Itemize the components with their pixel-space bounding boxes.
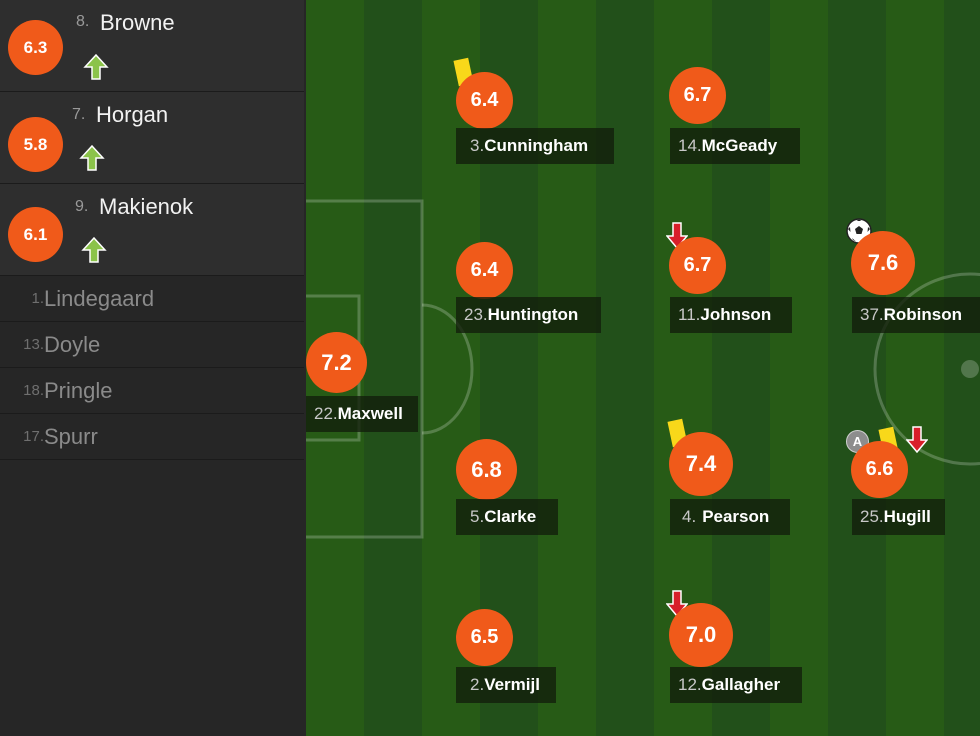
- player-label[interactable]: 4. Pearson: [670, 499, 790, 535]
- rating-badge: 7.4: [669, 432, 733, 496]
- player-label[interactable]: 5.Clarke: [456, 499, 558, 535]
- shirt-number: 22.: [314, 404, 338, 423]
- shirt-number: 25.: [860, 507, 884, 526]
- rating-badge: 5.8: [8, 117, 63, 172]
- substitutes-panel: 6.3 8. Browne 5.8 7. Horgan 6.1 9. Makie…: [0, 0, 306, 736]
- player-label[interactable]: 37.Robinson: [852, 297, 980, 333]
- player-name: Lindegaard: [44, 285, 155, 311]
- sub-out-arrow-icon: [906, 426, 928, 453]
- player-label[interactable]: 22.Maxwell: [306, 396, 418, 432]
- player-name: Cunningham: [484, 136, 589, 155]
- rating-badge: 6.4: [456, 242, 513, 299]
- substitute-row[interactable]: 6.3 8. Browne: [0, 0, 304, 92]
- player-name: Pearson: [702, 507, 770, 526]
- shirt-number: 37.: [860, 305, 884, 324]
- shirt-number: 2.: [470, 675, 485, 694]
- player-name: Browne: [100, 10, 175, 35]
- player-name: Pringle: [44, 377, 113, 403]
- player-name: Clarke: [484, 507, 537, 526]
- sub-in-arrow-icon: [83, 54, 109, 80]
- player-label[interactable]: 3.Cunningham: [456, 128, 614, 164]
- player-label[interactable]: 25.Hugill: [852, 499, 945, 535]
- sub-in-arrow-icon: [79, 145, 105, 171]
- player-name: Spurr: [44, 423, 98, 449]
- shirt-number: 4.: [682, 507, 697, 526]
- rating-badge: 7.2: [306, 332, 367, 393]
- bench-row[interactable]: 17. Spurr: [0, 414, 304, 460]
- bench-row[interactable]: 13. Doyle: [0, 322, 304, 368]
- shirt-number: 7.: [72, 106, 86, 123]
- player-name: Doyle: [44, 331, 101, 357]
- pitch-markings: [306, 199, 980, 539]
- player-label[interactable]: 2.Vermijl: [456, 667, 556, 703]
- rating-badge: 6.3: [8, 20, 63, 75]
- player-label[interactable]: 23.Huntington: [456, 297, 601, 333]
- bench-row[interactable]: 18. Pringle: [0, 368, 304, 414]
- rating-badge: 6.6: [851, 441, 908, 498]
- rating-badge: 6.8: [456, 439, 517, 500]
- shirt-number: 5.: [470, 507, 485, 526]
- player-name: Johnson: [700, 305, 772, 324]
- shirt-number: 13.: [23, 336, 44, 353]
- shirt-number: 9.: [75, 198, 89, 215]
- shirt-number: 17.: [23, 428, 44, 445]
- player-name: Maxwell: [337, 404, 403, 423]
- shirt-number: 8.: [76, 13, 90, 30]
- player-name: Huntington: [487, 305, 579, 324]
- player-name: Hugill: [883, 507, 931, 526]
- rating-badge: 6.7: [669, 67, 726, 124]
- rating-badge: 6.1: [8, 207, 63, 262]
- shirt-number: 18.: [23, 382, 44, 399]
- shirt-number: 14.: [678, 136, 702, 155]
- player-label[interactable]: 14.McGeady: [670, 128, 800, 164]
- rating-badge: 7.0: [669, 603, 733, 667]
- rating-badge: 6.5: [456, 609, 513, 666]
- player-name: Makienok: [99, 194, 194, 219]
- sub-in-arrow-icon: [81, 237, 107, 263]
- rating-badge: 7.6: [851, 231, 915, 295]
- player-name: Vermijl: [484, 675, 540, 694]
- shirt-number: 23.: [464, 305, 488, 324]
- shirt-number: 12.: [678, 675, 702, 694]
- player-name: Robinson: [883, 305, 963, 324]
- player-name: Horgan: [96, 102, 169, 127]
- pitch: 7.2 22.Maxwell 6.4 3.Cunningham 6.4 23.H…: [306, 0, 980, 736]
- shirt-number: 3.: [470, 136, 485, 155]
- rating-badge: 6.7: [669, 237, 726, 294]
- player-name: Gallagher: [701, 675, 781, 694]
- player-name: McGeady: [701, 136, 778, 155]
- rating-badge: 6.4: [456, 72, 513, 129]
- player-label[interactable]: 12.Gallagher: [670, 667, 802, 703]
- shirt-number: 11.: [678, 305, 701, 324]
- shirt-number: 1.: [31, 290, 44, 307]
- substitute-row[interactable]: 5.8 7. Horgan: [0, 92, 304, 184]
- substitute-row[interactable]: 6.1 9. Makienok: [0, 184, 304, 276]
- player-label[interactable]: 11.Johnson: [670, 297, 792, 333]
- bench-row[interactable]: 1. Lindegaard: [0, 276, 304, 322]
